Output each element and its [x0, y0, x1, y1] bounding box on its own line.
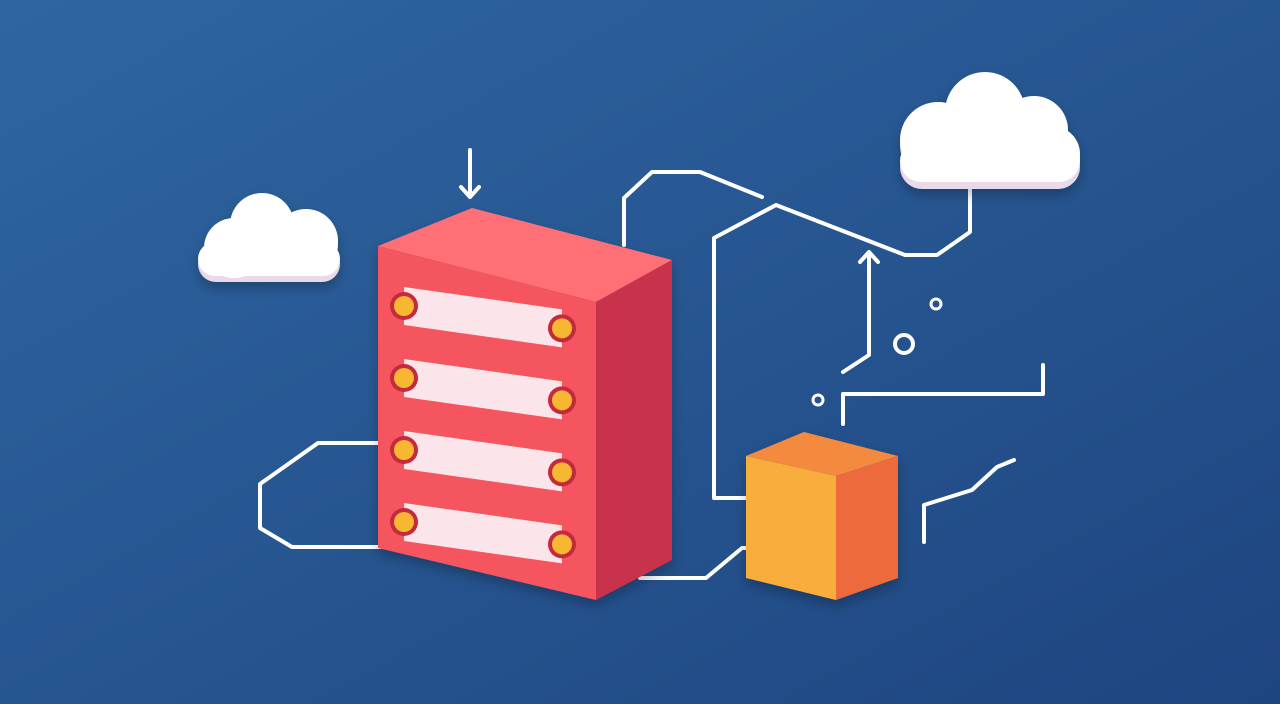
connector-short-up — [841, 253, 871, 374]
server-led — [552, 318, 572, 339]
cube-front-face — [746, 456, 836, 600]
server-led — [552, 462, 572, 483]
server-slot — [404, 359, 562, 420]
arrow-up-icon — [858, 250, 880, 264]
server-led — [552, 534, 572, 555]
connector-top-loop — [622, 170, 764, 247]
server-side-face — [596, 260, 672, 600]
cloud-icon-right — [900, 72, 1080, 189]
dot-circle — [811, 393, 825, 407]
server-led — [394, 512, 414, 532]
dot-circle — [929, 297, 943, 311]
server-rack-icon — [378, 208, 672, 600]
arrow-down-icon — [459, 148, 481, 199]
connector-main-path — [638, 186, 972, 580]
storage-cube-icon — [746, 432, 898, 600]
server-slot — [404, 503, 562, 564]
connector-bracket — [841, 363, 1045, 426]
cube-side-face — [836, 456, 898, 600]
server-led — [394, 440, 414, 460]
server-top-face — [378, 208, 672, 302]
connector-right-zigzag — [922, 458, 1016, 544]
dot-circle — [893, 333, 915, 355]
cube-top-face — [746, 432, 898, 476]
server-slot — [404, 287, 562, 348]
connector-lines — [258, 170, 1045, 580]
server-led — [552, 390, 572, 411]
server-slots — [390, 287, 576, 564]
cloud-icon-left — [198, 193, 340, 282]
server-led — [394, 368, 414, 388]
connector-left-hexagon — [258, 441, 382, 549]
server-slot — [404, 431, 562, 492]
server-led — [394, 296, 414, 316]
